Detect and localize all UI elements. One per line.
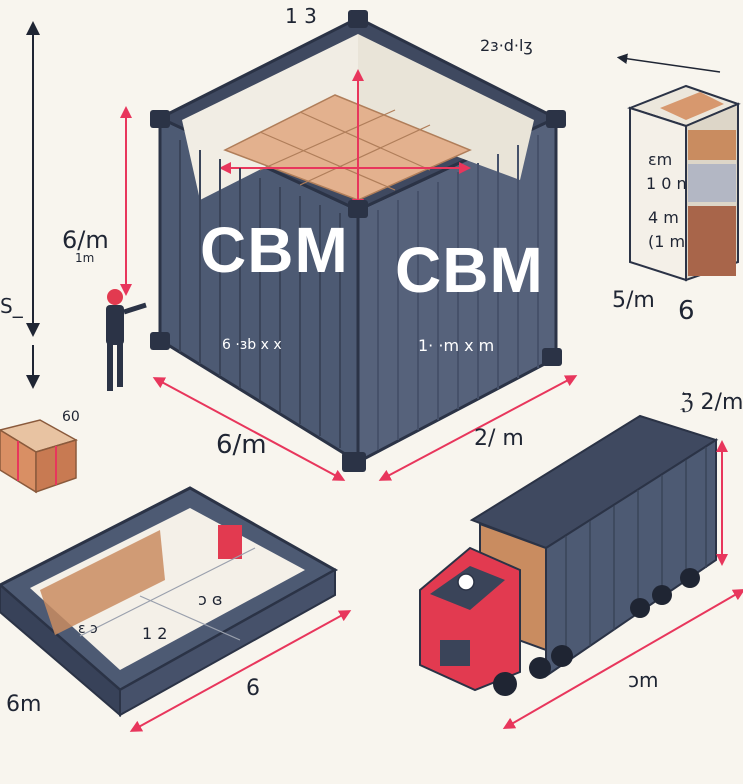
- container-front-label: CBM: [200, 214, 349, 286]
- container-side-label: CBM: [395, 234, 544, 306]
- dim-height: 6/m: [62, 226, 109, 254]
- pallet-stack: [616, 53, 741, 282]
- pallet-label-4: (1 m: [648, 232, 686, 251]
- dim-width-right: 2/ m: [474, 426, 524, 451]
- container-side-dims: 1· ·m x m: [418, 336, 495, 355]
- floor-label-2: 1 2: [142, 624, 168, 643]
- container-width-right: [378, 375, 578, 481]
- floor-label-1: ɛ ɔ: [78, 621, 98, 637]
- pallet-label-1: ɛm: [648, 150, 673, 169]
- floor-label-3: ɔ ɞ: [198, 590, 223, 609]
- container-front-dims: 6 ·ɜb x x: [222, 337, 282, 353]
- dim-pallet-width: 5/m: [612, 288, 655, 313]
- dim-platform-width: 6m: [6, 692, 42, 717]
- dim-height-sub: 1m: [75, 251, 95, 265]
- dim-top-right: 2ɜ·d·lʒ: [480, 36, 533, 55]
- small-box: [0, 419, 78, 494]
- dim-left-s: S_: [0, 294, 23, 318]
- dim-platform-length: 6: [246, 676, 260, 701]
- floor-platform: [0, 486, 352, 732]
- container-width-left: [152, 377, 346, 481]
- dim-pallet-length: 6: [678, 296, 695, 326]
- dim-width-left: 6/m: [216, 430, 267, 460]
- truck: [419, 414, 743, 730]
- pallet-label-3: 4 m: [648, 208, 679, 227]
- dim-truck-length: ɔm: [628, 668, 659, 692]
- pallet-label-2: 1 0 n: [646, 174, 687, 193]
- dim-top: 1 3: [285, 4, 317, 28]
- person-figure: [106, 289, 147, 391]
- dim-truck-height: ℨ 2/m: [680, 390, 743, 415]
- box-label: 60: [62, 409, 80, 425]
